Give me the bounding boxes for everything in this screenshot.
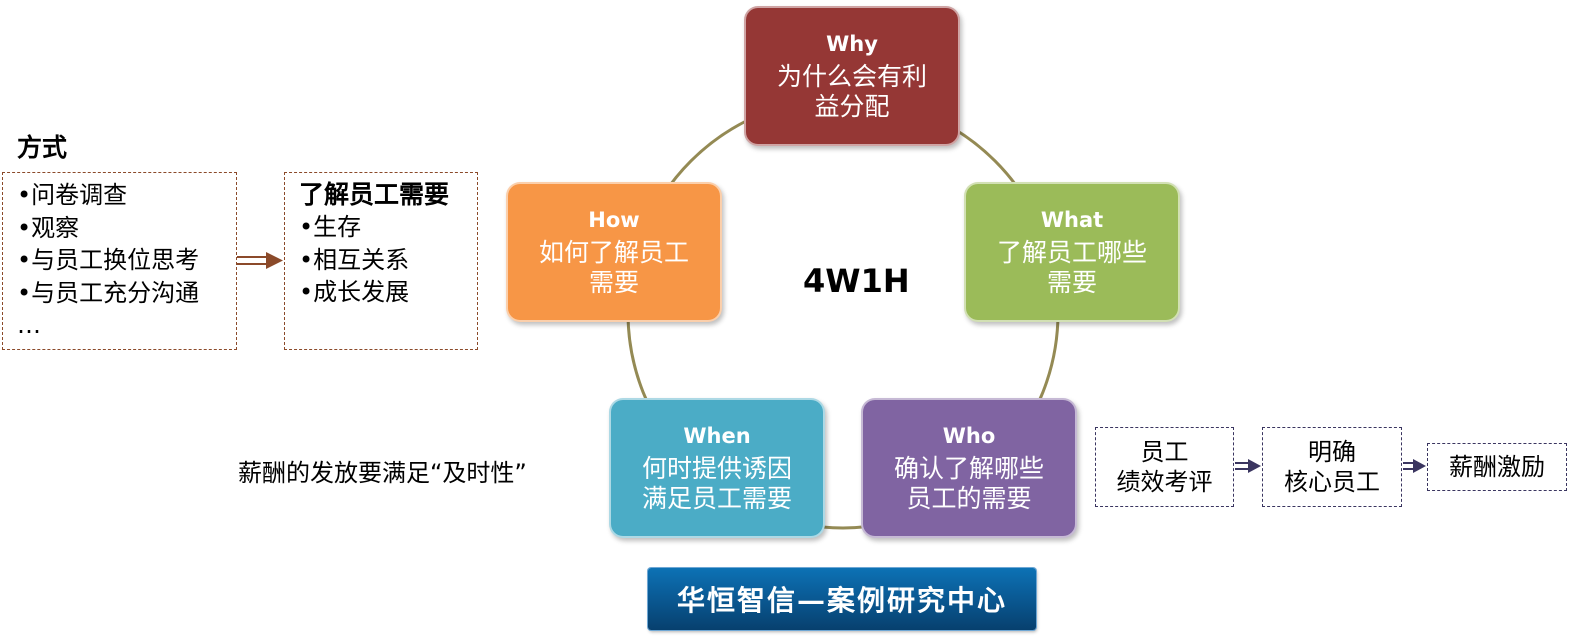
how-title: How [588, 208, 640, 232]
when-title: When [683, 424, 751, 448]
how-description: 如何了解员工 需要 [538, 238, 689, 297]
methods-item: … [17, 311, 41, 339]
why-node: Why 为什么会有利 益分配 [744, 6, 960, 146]
how-node: How 如何了解员工 需要 [506, 182, 722, 322]
what-description: 了解员工哪些 需要 [996, 238, 1147, 297]
methods-item: •问卷调查 [17, 181, 128, 209]
compensation-box: 薪酬激励 [1427, 443, 1567, 491]
methods-item: •与员工充分沟通 [17, 278, 200, 307]
center-label: 4W1H [803, 262, 910, 300]
needs-title: 了解员工需要 [299, 180, 450, 209]
when-description: 何时提供诱因 满足员工需要 [641, 454, 792, 513]
timeliness-note: 薪酬的发放要满足“及时性” [238, 459, 527, 487]
who-node: Who 确认了解哪些 员工的需要 [861, 398, 1077, 538]
needs-item: •生存 [299, 213, 362, 241]
methods-to-needs-arrow [237, 252, 283, 269]
needs-box: 了解员工需要 •生存 •相互关系 •成长发展 [284, 172, 478, 350]
when-node: When 何时提供诱因 满足员工需要 [609, 398, 825, 538]
what-node: What 了解员工哪些 需要 [964, 182, 1180, 322]
methods-heading: 方式 [17, 133, 68, 162]
core-staff-box: 明确 核心员工 [1262, 427, 1402, 507]
methods-item: •观察 [17, 213, 80, 242]
performance-review-box: 员工 绩效考评 [1095, 427, 1234, 507]
why-description: 为什么会有利 益分配 [776, 62, 927, 121]
needs-item: •相互关系 [299, 245, 410, 274]
flow-arrow-1 [1235, 459, 1261, 473]
methods-item: •与员工换位思考 [17, 246, 200, 274]
who-description: 确认了解哪些 员工的需要 [893, 454, 1044, 513]
flow-arrow-2 [1403, 459, 1426, 473]
who-title: Who [942, 424, 996, 448]
what-title: What [1040, 208, 1104, 232]
why-title: Why [826, 32, 878, 56]
brand-banner: 华恒智信—案例研究中心 [648, 568, 1036, 630]
needs-item: •成长发展 [299, 278, 410, 306]
methods-box: •问卷调查 •观察 •与员工换位思考 •与员工充分沟通 … [2, 172, 237, 350]
